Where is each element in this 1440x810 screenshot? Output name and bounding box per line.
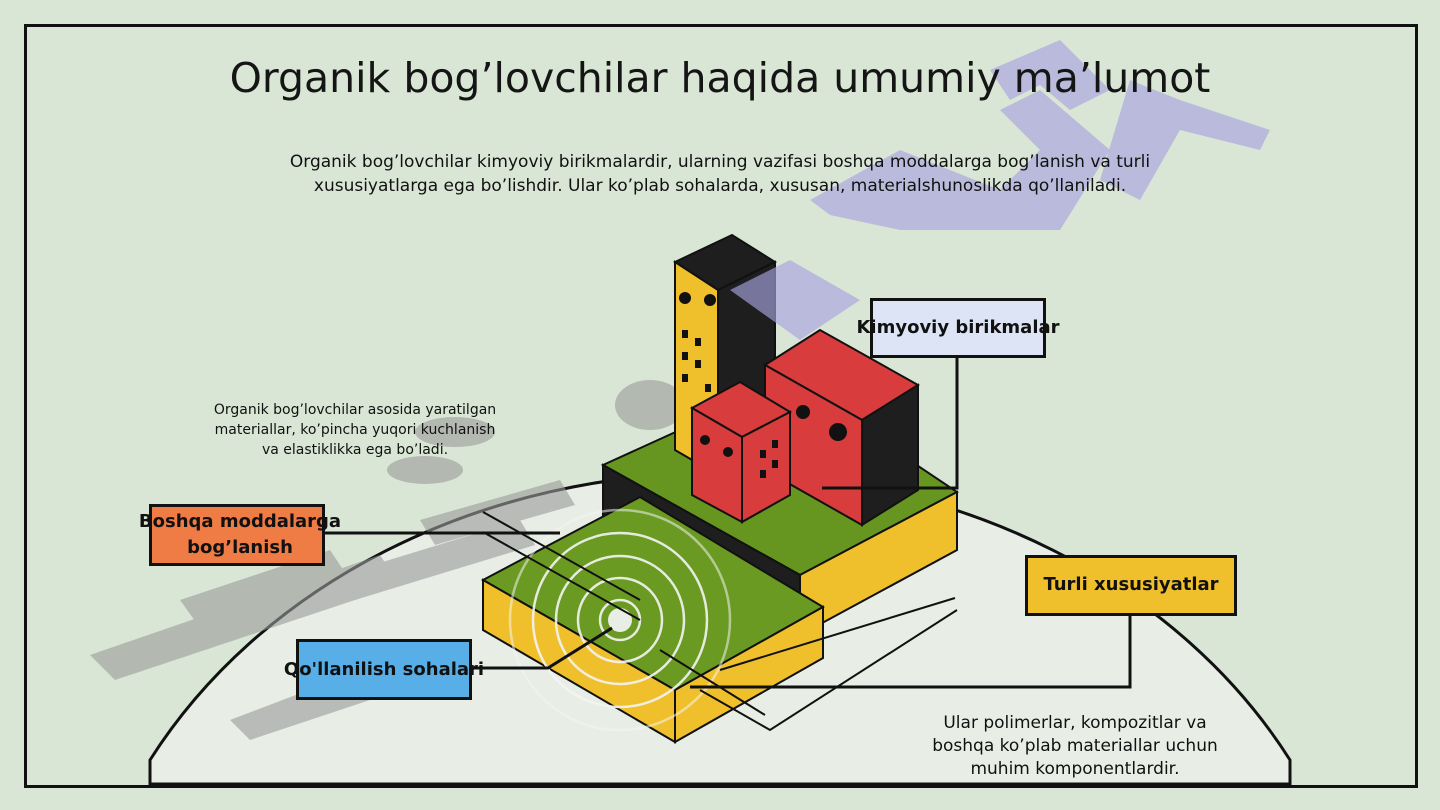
turli-box <box>1025 555 1237 616</box>
subtitle: Organik bog’lovchilar kimyoviy birikmala… <box>289 152 1151 196</box>
slide-frame <box>24 24 1418 788</box>
left-note: Organik bog’lovchilar asosida yaratilgan… <box>213 402 497 458</box>
boshqa-label: Boshqa moddalarga bog’lanish <box>138 511 342 558</box>
purple-watermark <box>730 40 1270 340</box>
turli-label: Turli xususiyatlar <box>1043 574 1219 595</box>
page-title: Organik bog’lovchilar haqida umumiy ma’l… <box>229 54 1211 102</box>
kimyoviy-box <box>870 298 1046 358</box>
bottom-note: Ular polimerlar, kompozitlar va boshqa k… <box>932 713 1218 779</box>
kimyoviy-label: Kimyoviy birikmalar <box>856 317 1060 338</box>
boshqa-box <box>149 504 325 566</box>
qollanilish-label: Qo'llanilish sohalari <box>283 659 485 680</box>
qollanilish-box <box>296 639 472 700</box>
